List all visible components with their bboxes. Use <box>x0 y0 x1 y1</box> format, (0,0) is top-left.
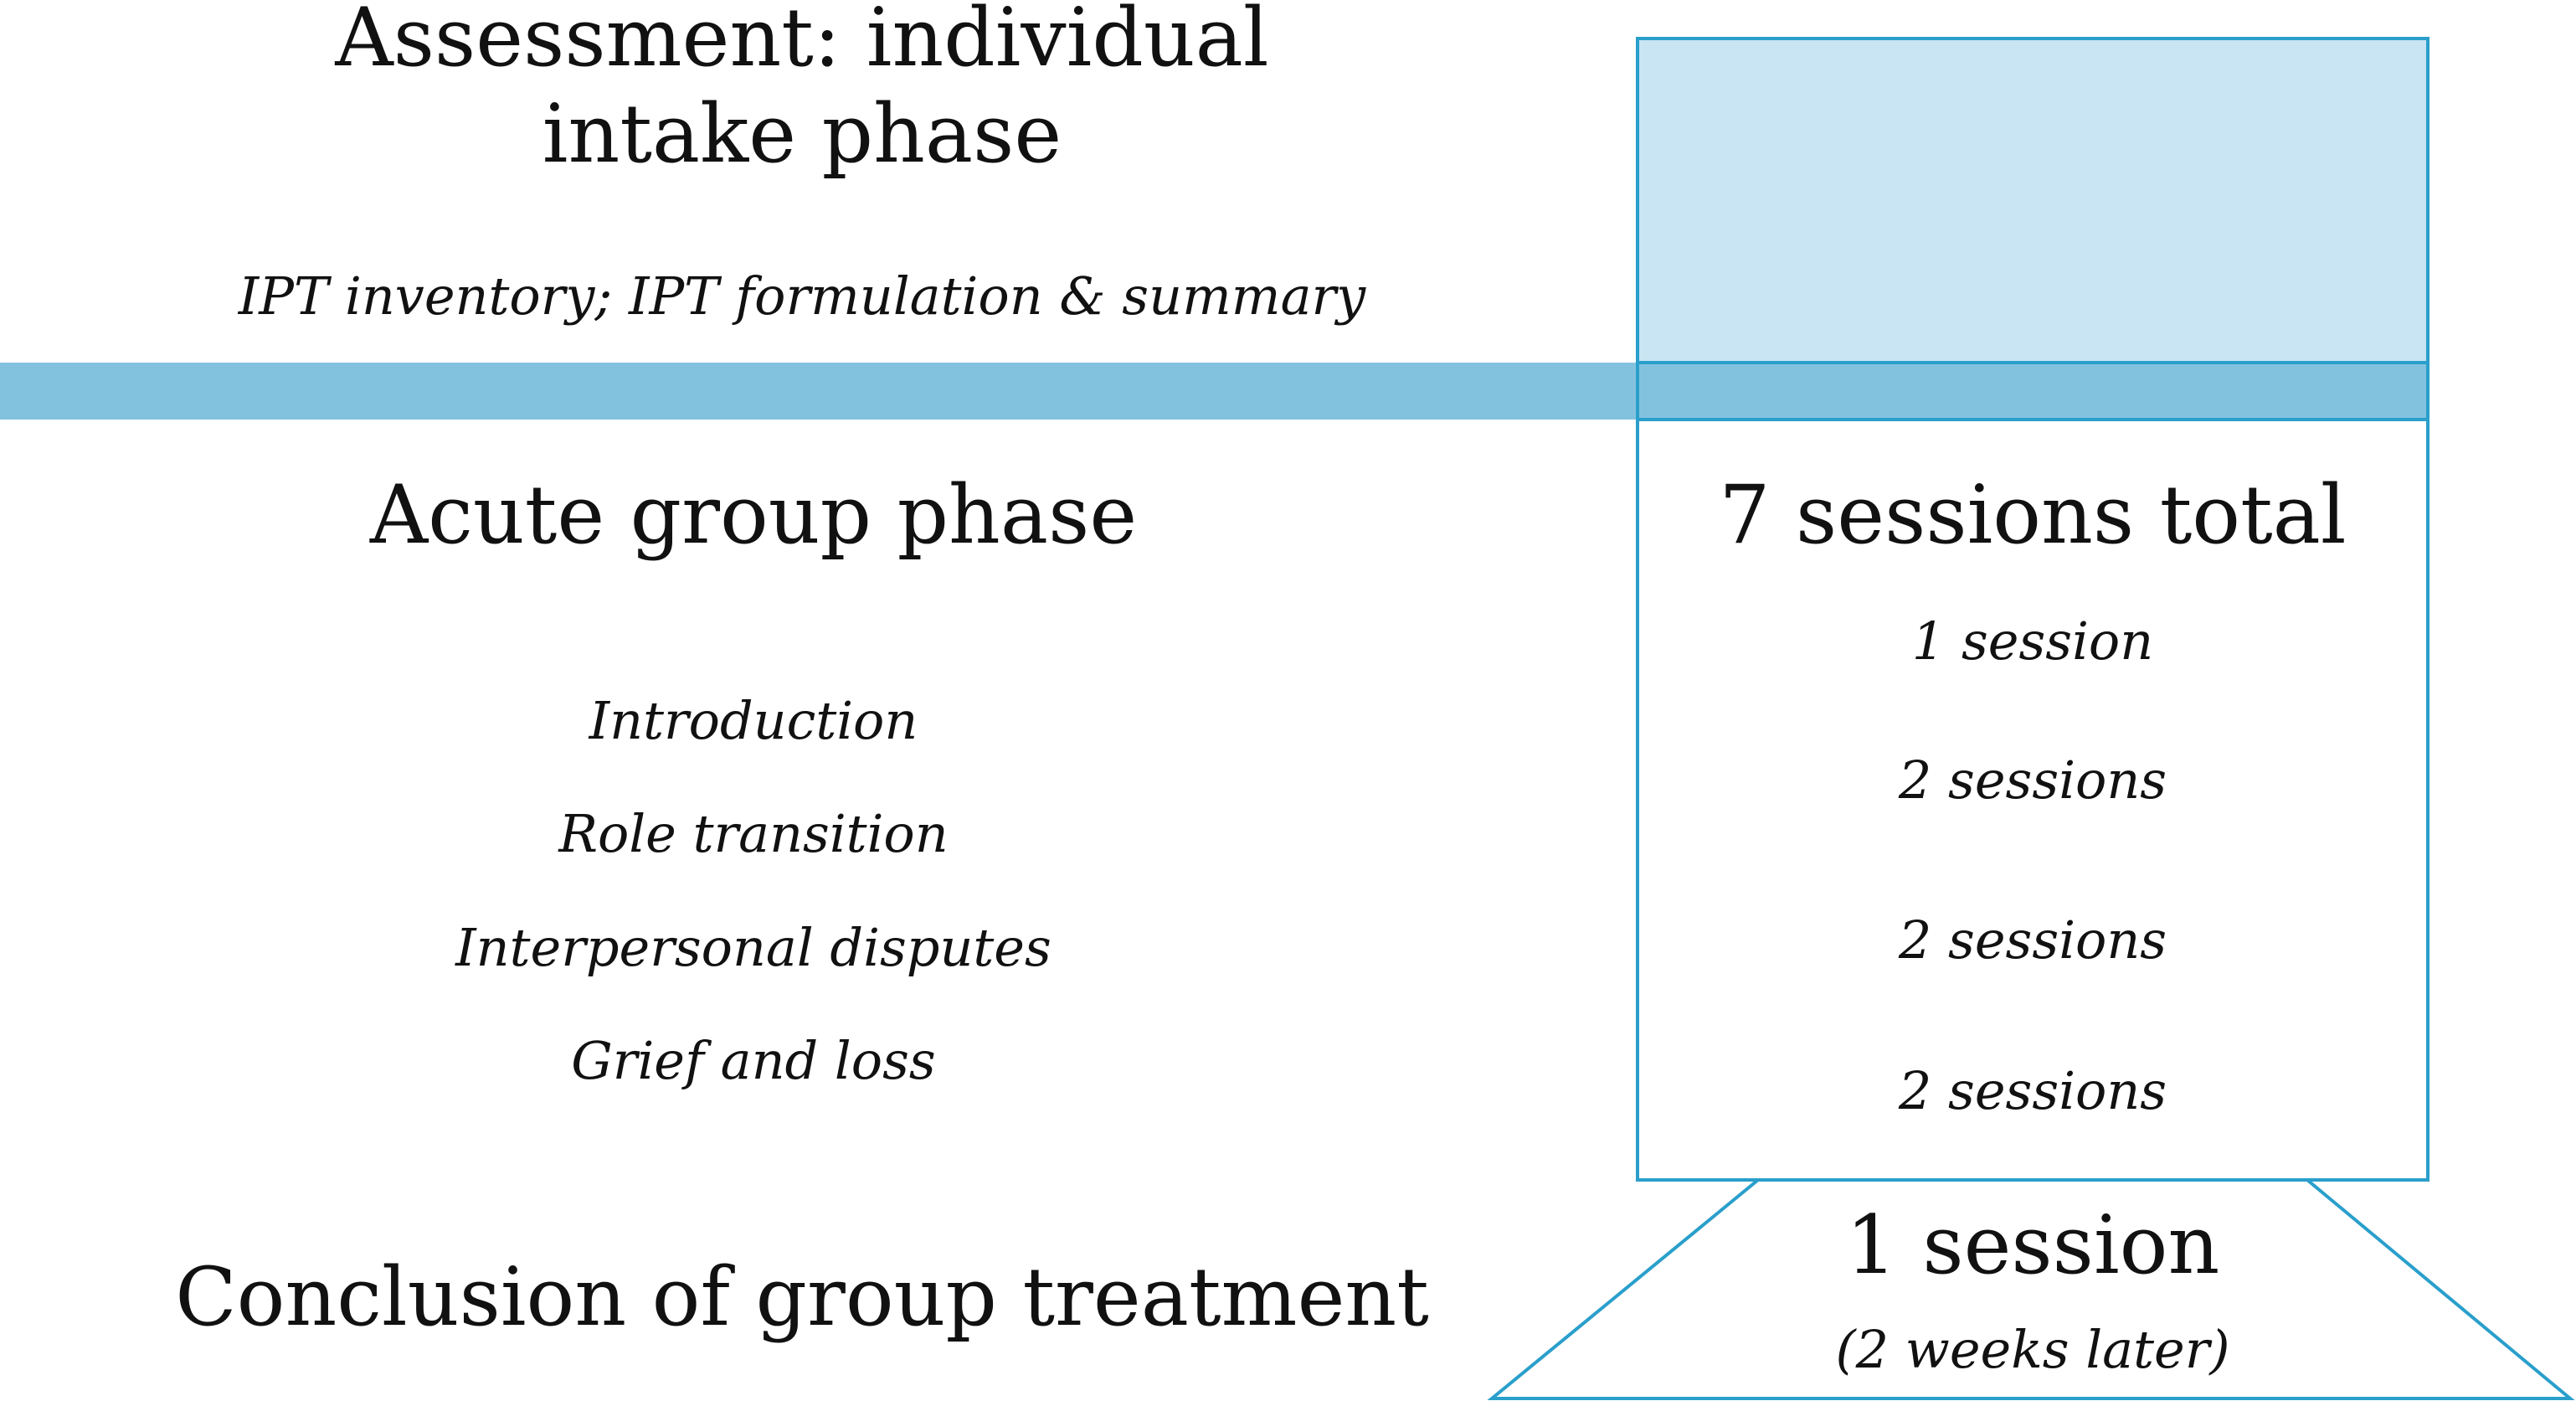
topic-grief-and-loss: Grief and loss <box>571 1030 936 1091</box>
conclusion-sessions: 1 session <box>1845 1198 2220 1292</box>
conclusion-title: Conclusion of group treatment <box>175 1250 1429 1344</box>
conclusion-trapezoid <box>1487 1178 2575 1400</box>
acute-sessions-box <box>1636 418 2429 1182</box>
sessions-interpersonal-disputes: 2 sessions <box>1898 909 2167 971</box>
assessment-title-line2: intake phase <box>542 87 1062 182</box>
acute-sessions-total: 7 sessions total <box>1719 468 2347 562</box>
phase-divider-band <box>0 363 2428 420</box>
assessment-session-box <box>1636 37 2429 364</box>
topic-role-transition: Role transition <box>558 803 949 864</box>
assessment-title: Assessment: individual intake phase <box>0 0 1604 183</box>
sessions-introduction: 1 session <box>1911 610 2154 672</box>
sessions-grief-and-loss: 2 sessions <box>1898 1060 2167 1121</box>
topic-interpersonal-disputes: Interpersonal disputes <box>455 917 1051 978</box>
acute-phase-title: Acute group phase <box>369 468 1138 562</box>
conclusion-timing: (2 weeks later) <box>1835 1319 2230 1380</box>
sessions-role-transition: 2 sessions <box>1898 749 2167 811</box>
topic-introduction: Introduction <box>589 690 918 751</box>
assessment-details: IPT inventory; IPT formulation & summary <box>238 265 1366 327</box>
assessment-title-line1: Assessment: individual <box>335 0 1269 85</box>
